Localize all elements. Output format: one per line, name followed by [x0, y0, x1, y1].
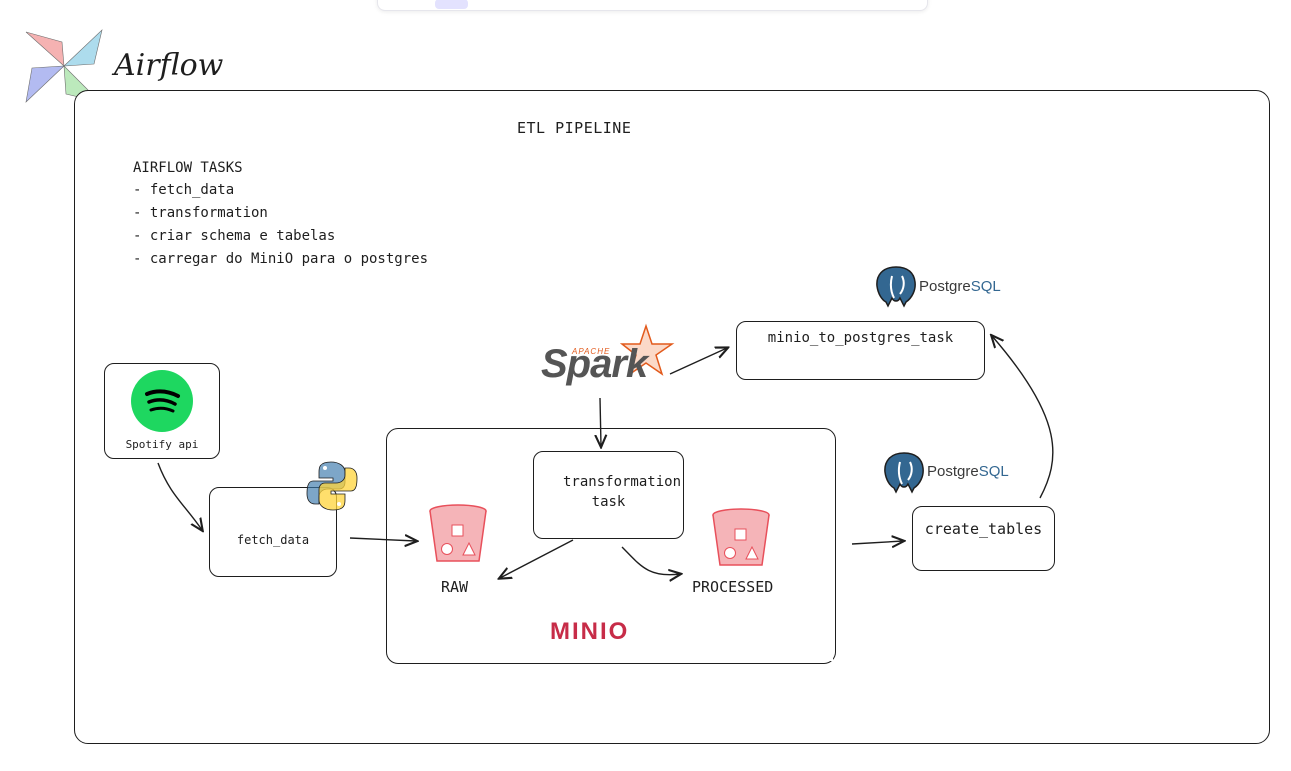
spark-star-icon	[620, 323, 675, 376]
create-tables-node[interactable]	[912, 506, 1055, 571]
minio-to-postgres-task-node[interactable]	[736, 321, 985, 380]
spark-logo: Spark	[541, 342, 648, 386]
minio-logo-area	[511, 601, 833, 661]
processed-label: PROCESSED	[692, 578, 774, 596]
task-item: - transformation	[133, 205, 268, 221]
postgresql-logo-text: PostgreSQL	[927, 463, 1009, 480]
transformation-task-node[interactable]	[533, 451, 684, 539]
fetch-data-label: fetch_data	[236, 533, 310, 547]
spark-apache-label: APACHE	[572, 347, 611, 356]
create-tables-label: create_tables	[924, 520, 1043, 538]
minio-logo: MINIO	[550, 618, 630, 645]
spotify-icon	[131, 370, 193, 432]
task-item: - carregar do MiniO para o postgres	[133, 251, 429, 267]
postgres-elephant-icon	[876, 266, 916, 308]
transformation-task-label: transformation task	[563, 474, 682, 510]
minio-to-postgres-task-label: minio_to_postgres_task	[767, 330, 954, 346]
postgres-elephant-icon	[884, 452, 924, 494]
postgresql-logo-text: PostgreSQL	[919, 278, 1001, 295]
pipeline-title: ETL PIPELINE	[517, 119, 632, 137]
canvas-toolbar[interactable]	[377, 0, 928, 11]
task-item: - fetch_data	[133, 182, 235, 198]
spotify-label: Spotify api	[125, 438, 199, 451]
processed-bucket-icon	[712, 508, 770, 566]
raw-bucket-icon	[429, 504, 487, 562]
python-icon	[306, 461, 358, 511]
app-title: Airflow	[114, 48, 224, 83]
tasks-title: AIRFLOW TASKS	[133, 160, 243, 176]
task-item: - criar schema e tabelas	[133, 228, 336, 244]
raw-label: RAW	[441, 578, 469, 596]
toolbar-active-tool[interactable]	[435, 0, 468, 9]
